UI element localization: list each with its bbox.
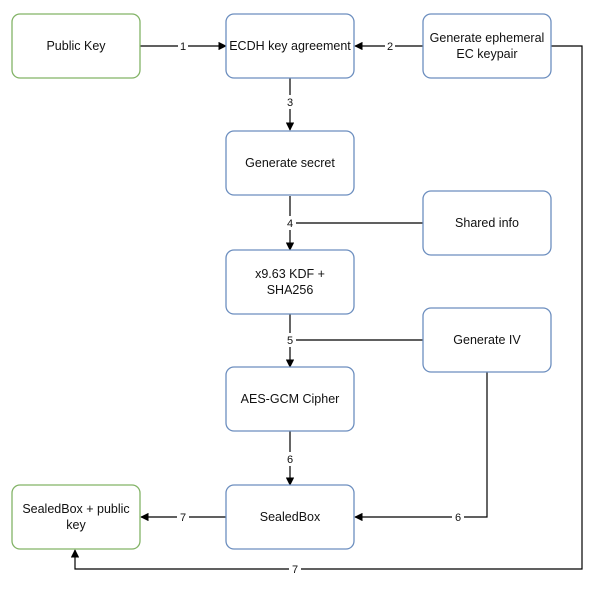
edge-label-6a: 6 (287, 454, 293, 466)
edge-label-7b: 7 (292, 564, 298, 576)
edge-label-7a: 7 (180, 512, 186, 524)
edge-public-key-to-ecdh: 1 (140, 39, 227, 53)
node-shared-info-label: Shared info (455, 216, 519, 230)
node-generate-iv: Generate IV (422, 307, 552, 373)
node-shared-info: Shared info (422, 190, 552, 256)
edge-label-2: 2 (387, 41, 393, 53)
edge-label-6b: 6 (455, 512, 461, 524)
edge-label-5: 5 (287, 335, 293, 347)
edge-ephemeral-to-output: 7 (70, 45, 583, 576)
node-kdf-label-line2: SHA256 (267, 283, 314, 297)
node-generate-ephemeral-keypair: Generate ephemeral EC keypair (422, 13, 552, 79)
node-sealedbox-pk-label-line1: SealedBox + public (22, 502, 129, 516)
node-secret-label: Generate secret (245, 156, 335, 170)
node-aes-gcm-cipher: AES-GCM Cipher (225, 366, 355, 432)
edge-ecdh-to-secret: 3 (284, 78, 296, 131)
node-ephemeral-label-line2: EC keypair (456, 47, 517, 61)
edge-kdf-to-aes: 5 (284, 314, 423, 368)
edge-iv-to-sealedbox: 6 (354, 372, 488, 524)
node-public-key: Public Key (11, 13, 141, 79)
edge-label-3: 3 (287, 97, 293, 109)
node-aes-label: AES-GCM Cipher (241, 392, 340, 406)
node-iv-label: Generate IV (453, 333, 521, 347)
edge-label-1: 1 (180, 41, 186, 53)
node-ecdh-label: ECDH key agreement (229, 39, 351, 53)
edge-sealedbox-to-output: 7 (140, 510, 226, 524)
node-ephemeral-label-line1: Generate ephemeral (430, 31, 545, 45)
node-sealedbox: SealedBox (225, 484, 355, 550)
edge-ephemeral-to-ecdh: 2 (354, 39, 423, 53)
node-public-key-label: Public Key (46, 39, 106, 53)
node-generate-secret: Generate secret (225, 130, 355, 196)
node-kdf: x9.63 KDF + SHA256 (225, 249, 355, 315)
edge-secret-to-kdf: 4 (284, 196, 423, 251)
node-sealedbox-label: SealedBox (260, 510, 321, 524)
node-ecdh-key-agreement: ECDH key agreement (225, 13, 355, 79)
edge-aes-to-sealedbox: 6 (284, 431, 296, 486)
node-sealedbox-pk-label-line2: key (66, 518, 86, 532)
node-sealedbox-public-key: SealedBox + public key (11, 484, 141, 550)
edge-label-4: 4 (287, 218, 293, 230)
node-kdf-label-line1: x9.63 KDF + (255, 267, 325, 281)
